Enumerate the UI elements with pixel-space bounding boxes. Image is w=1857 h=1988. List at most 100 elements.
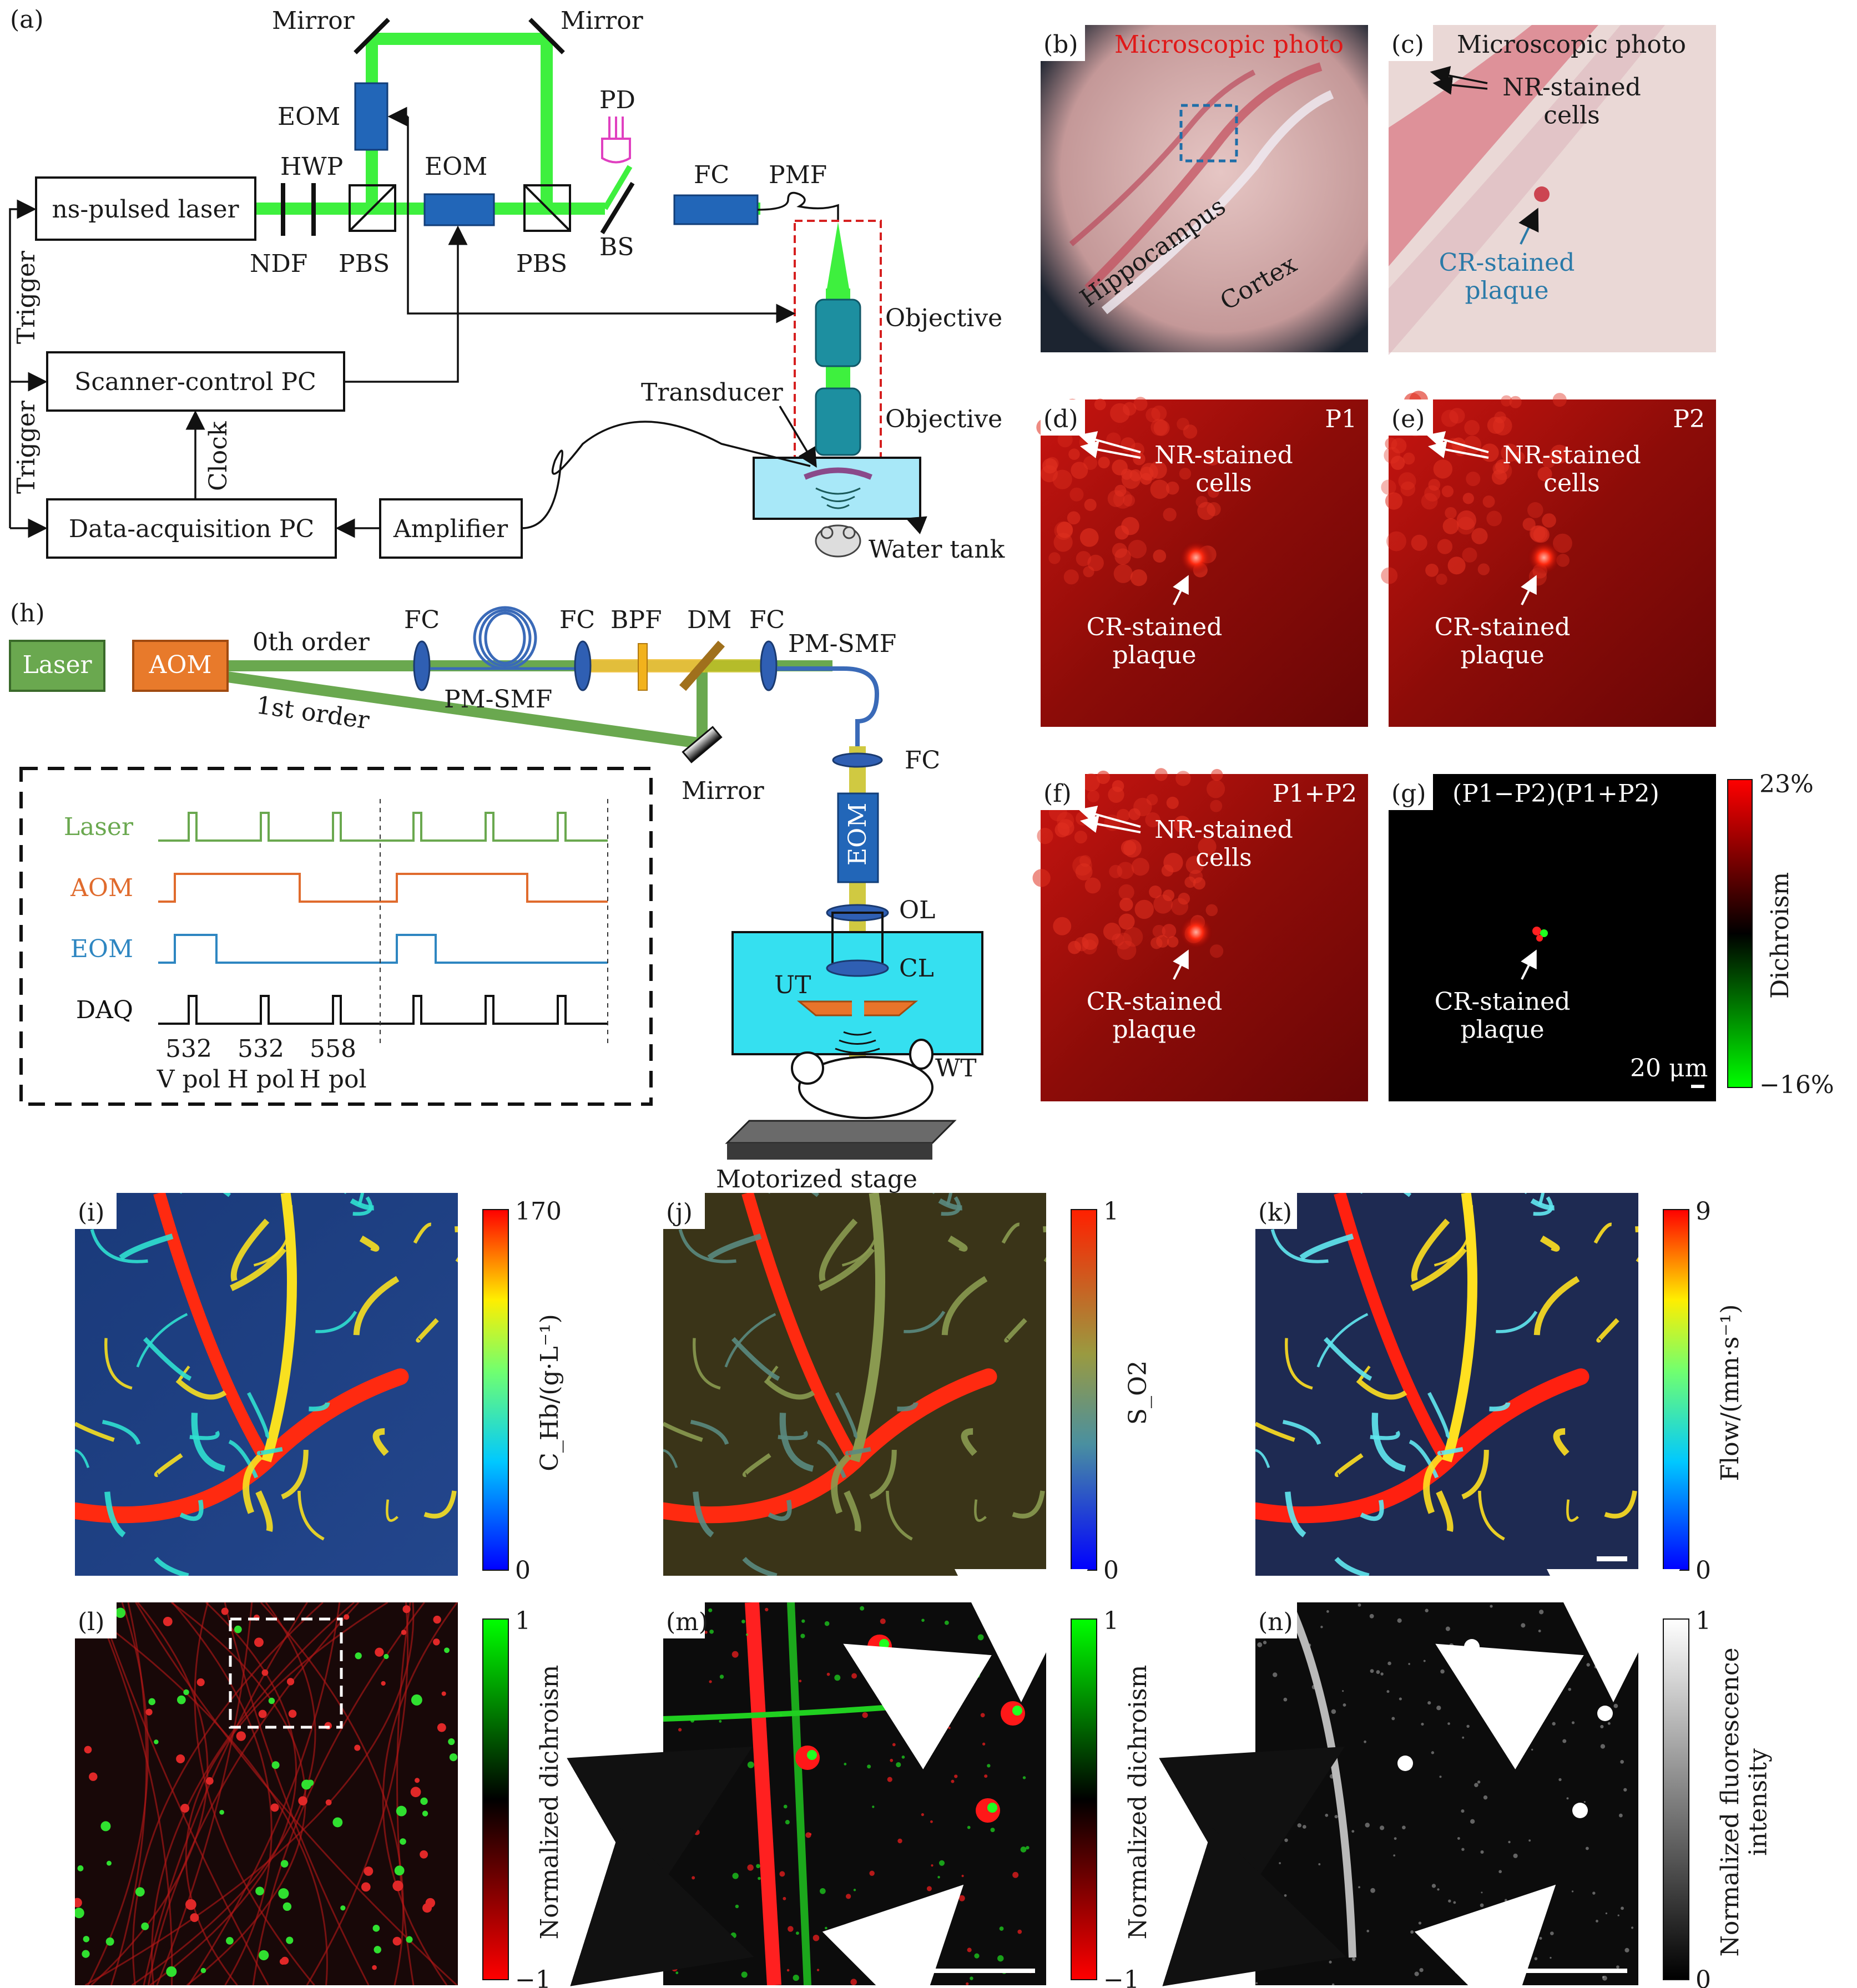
timing-row-laser: Laser (64, 813, 134, 841)
pbs2-label: PBS (516, 250, 567, 278)
fc3-label: FC (749, 606, 785, 634)
pm-smf-coil (430, 606, 577, 670)
dichroism-colorbar (1727, 779, 1753, 1088)
white-arrow-icon (822, 1884, 964, 1988)
panel-i-cbar-bottom: 0 (515, 1556, 531, 1585)
first-order-beam (226, 671, 703, 749)
panel-i-cbar-label: C_Hb/(g·L⁻¹) (536, 1314, 564, 1471)
scanner-pc-label: Scanner-control PC (74, 368, 316, 396)
timing-trace-eom (158, 934, 608, 964)
panel-i: (i) 170 0 C_Hb/(g·L⁻¹) (75, 1193, 564, 1585)
laser-source-label: Laser (22, 651, 92, 679)
focused-beam (827, 222, 849, 289)
panel-j: (j)10S_O2 (663, 1193, 1152, 1585)
objective2-label: Objective (885, 405, 1002, 433)
daq-pc-label: Data-acquisition PC (69, 515, 314, 543)
panel-letter-b: (b) (1043, 31, 1078, 59)
panel-j-cbar-top: 1 (1103, 1197, 1119, 1226)
pmsmf2-fiber (777, 666, 880, 746)
scale-bar (1691, 1085, 1704, 1088)
aom-box (132, 640, 229, 692)
panel-letter-n: (n) (1258, 1608, 1293, 1636)
fc2-label: FC (559, 606, 595, 634)
panel-letter-m: (m) (666, 1608, 708, 1636)
timing-polarization-2: H pol (299, 1065, 366, 1094)
bpf-label: BPF (610, 606, 662, 634)
yellow-arrow-icon (1162, 1827, 1346, 1986)
panel-d-tag: P1 (1325, 405, 1357, 433)
g-cbar-top: 23% (1759, 770, 1814, 798)
fc-label: FC (694, 161, 729, 189)
timing-wavelength-0: 532 (165, 1035, 212, 1063)
timing-row-aom: AOM (70, 874, 133, 902)
trigger2-label: Trigger (12, 400, 41, 494)
panel-g-scale-label: 20 μm (1630, 1054, 1708, 1082)
bpf-filter (638, 643, 648, 691)
mirror2 (528, 18, 565, 54)
panel-i-cbar-top: 170 (515, 1197, 562, 1226)
panel-m: (m) 1 −1 Normalized dichroism (567, 1569, 1152, 1988)
panel-i-colorbar (482, 1209, 509, 1571)
panel-letter-a: (a) (10, 6, 44, 34)
objective-dashed-box (794, 220, 882, 483)
plaque-spot (1179, 915, 1213, 949)
timing-polarization-0: V pol (157, 1065, 221, 1094)
panel-m-cbar-label: Normalized dichroism (1124, 1665, 1152, 1940)
objective1-icon (815, 299, 861, 367)
zoom-roi-box (229, 1617, 343, 1729)
wt-label: WT (935, 1054, 977, 1082)
panel-letter-e: (e) (1391, 405, 1425, 433)
bs-element (600, 181, 635, 235)
aom-label: AOM (149, 651, 212, 679)
pmsmf2-label: PM-SMF (788, 630, 896, 658)
panel-m-cbar-top: 1 (1103, 1607, 1119, 1635)
trigger1-label: Trigger (12, 250, 41, 344)
eom-mid-label: EOM (425, 153, 487, 181)
eom-top-label: EOM (277, 103, 340, 131)
panel-l-cbar-top: 1 (515, 1607, 531, 1635)
yellow-arrow-icon (567, 1746, 753, 1903)
timing-polarization-1: H pol (227, 1065, 294, 1094)
motorized-stage (725, 1120, 957, 1144)
panel-l-cbar-label: Normalized dichroism (536, 1665, 564, 1940)
panel-k-colorbar (1663, 1209, 1689, 1571)
zoom-roi-box (1179, 104, 1238, 163)
panel-m-cbar-bottom: −1 (1103, 1966, 1139, 1988)
panel-m-colorbar (1071, 1618, 1097, 1980)
pbs1-cube (349, 184, 396, 232)
panel-k-cbar-label: Flow/(mm·s⁻¹) (1716, 1304, 1744, 1481)
pmf-label: PMF (769, 161, 827, 189)
ol-label: OL (899, 896, 935, 924)
panel-j-cbar-bottom: 0 (1103, 1556, 1119, 1585)
panel-letter-f: (f) (1043, 780, 1072, 808)
panel-g-tag: (P1−P2)(P1+P2) (1452, 780, 1659, 808)
panel-l-image (75, 1602, 458, 1985)
plaque-spot (1179, 541, 1213, 574)
scale-bar (1500, 1969, 1627, 1973)
transducer-icon (804, 467, 872, 480)
pd-icon (601, 117, 631, 164)
timing-wavelength-1: 532 (238, 1035, 284, 1063)
daq-pc-box (46, 498, 337, 559)
objective2-icon (815, 387, 861, 456)
timing-row-eom: EOM (70, 935, 133, 963)
panel-letter-i: (i) (78, 1198, 104, 1227)
g-cbar-bottom: −16% (1759, 1071, 1834, 1099)
plaque-spot (1527, 541, 1561, 574)
white-arrow-icon (1435, 1643, 1584, 1769)
panel-g-colorbar: 23% −16% Dichroism (1727, 770, 1834, 1099)
scale-bar (907, 1969, 1035, 1973)
ns-pulsed-laser-box (35, 176, 256, 241)
